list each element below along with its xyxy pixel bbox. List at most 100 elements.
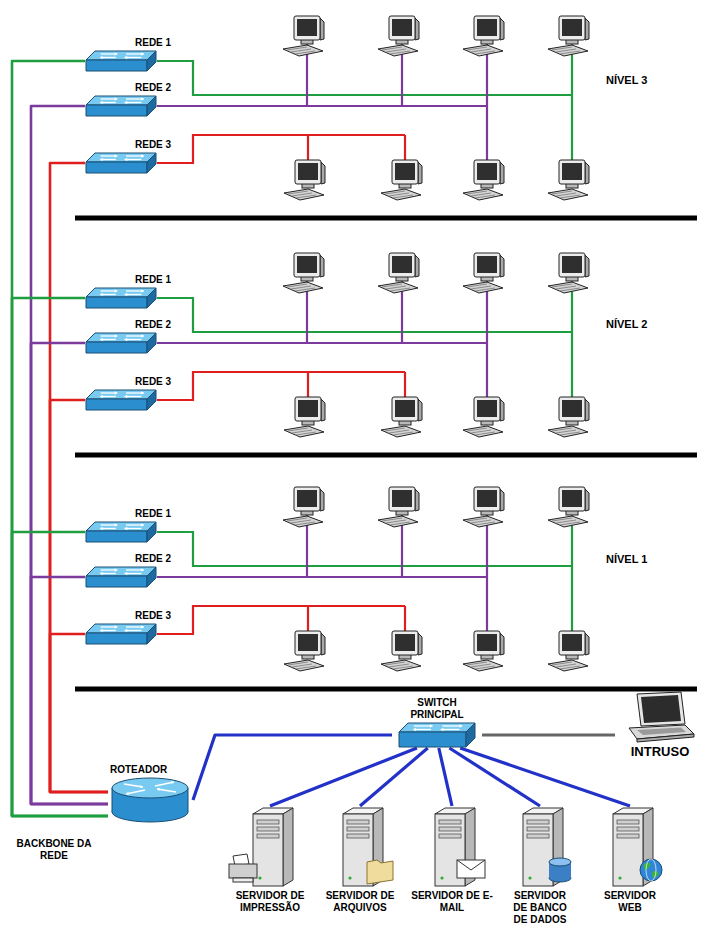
- network-link: [50, 634, 108, 792]
- switch-node: REDE 2: [85, 319, 180, 354]
- device-icon: [85, 50, 157, 72]
- drive-slot: [617, 834, 639, 838]
- power-light: [258, 876, 261, 879]
- drive-slot: [257, 820, 279, 824]
- drive-slot: [347, 834, 369, 838]
- switch-node: REDE 1: [85, 37, 180, 72]
- icon-face: [86, 105, 147, 116]
- icon-face: [399, 732, 466, 747]
- envelope: [457, 860, 485, 878]
- icon-face: [115, 334, 118, 337]
- icon-face: [115, 289, 118, 292]
- drive-slot: [617, 820, 639, 824]
- icon-face: [283, 808, 293, 886]
- icon-face: [147, 624, 156, 644]
- drive-slot: [527, 827, 549, 831]
- device-icon: [110, 777, 190, 823]
- drive-slot: [257, 827, 279, 831]
- icon-face: [141, 154, 144, 157]
- icon-face: [147, 333, 156, 353]
- icon-face: [100, 527, 103, 530]
- node-label: REDE 1: [135, 37, 171, 49]
- printer-body: [229, 864, 257, 878]
- icon-face: [413, 728, 416, 731]
- icon-face: [140, 785, 143, 788]
- icon-face: [100, 56, 103, 59]
- icon-face: [141, 97, 144, 100]
- switch-node: REDE 1: [85, 274, 180, 309]
- drive-slot: [527, 834, 549, 838]
- icon-face: [141, 52, 144, 55]
- node-label: REDE 1: [135, 274, 171, 286]
- icon-face: [441, 728, 444, 731]
- icon-edge: [112, 788, 113, 812]
- server-node: SERVIDOR DE ARQUIVOS: [313, 806, 407, 914]
- icon-face: [86, 390, 156, 399]
- node-label: REDE 3: [135, 610, 171, 622]
- device-icon: [625, 692, 695, 742]
- icon-face: [86, 576, 147, 587]
- printer-tray: [233, 878, 253, 882]
- icon-face: [147, 390, 156, 410]
- icon-face: [100, 572, 103, 575]
- icon-face: [637, 692, 685, 726]
- icon-face: [141, 289, 144, 292]
- icon-face: [523, 814, 553, 886]
- device-icon: [225, 806, 315, 888]
- icon-face: [171, 781, 174, 784]
- icon-face: [125, 338, 128, 341]
- icon-face: [86, 51, 156, 60]
- drive-slot: [439, 820, 461, 824]
- icon-face: [115, 97, 118, 100]
- device-icon: [85, 287, 157, 309]
- network-link: [31, 106, 108, 804]
- icon-face: [115, 391, 118, 394]
- icon-face: [430, 724, 433, 727]
- icon-face: [367, 860, 393, 884]
- icon-face: [86, 288, 156, 297]
- drive-slot: [439, 827, 461, 831]
- node-label: REDE 2: [135, 319, 171, 331]
- network-link: [31, 577, 108, 804]
- floor-label: NÍVEL 3: [606, 74, 647, 87]
- icon-face: [86, 633, 147, 644]
- drive-slot: [257, 834, 279, 838]
- device-icon: [85, 521, 157, 543]
- network-link: [12, 61, 108, 816]
- drive-slot: [347, 827, 369, 831]
- power-light: [440, 876, 443, 879]
- server-node: SERVIDOR DE BANCO DE DADOS: [495, 806, 585, 926]
- node-label: REDE 3: [135, 376, 171, 388]
- node-label: SERVIDOR DE IMPRESSÃO: [225, 890, 315, 914]
- icon-face: [125, 572, 128, 575]
- label-slot: NÍVEL 3: [606, 74, 696, 87]
- drive-slot: [347, 820, 369, 824]
- icon-arrow: [126, 790, 145, 794]
- node-label: REDE 2: [135, 82, 171, 94]
- device-icon: [85, 332, 157, 354]
- icon-face: [141, 568, 144, 571]
- icon-face: [100, 293, 103, 296]
- icon-face: [141, 334, 144, 337]
- icon-arrow: [124, 784, 143, 787]
- power-light: [348, 876, 351, 879]
- power-light: [528, 876, 531, 879]
- floor-1: [75, 487, 697, 689]
- switch-node: REDE 1: [85, 508, 180, 543]
- network-link: [460, 748, 630, 806]
- node-label: INTRUSO: [631, 744, 690, 760]
- envelope-flap: [457, 860, 485, 870]
- icon-face: [86, 399, 147, 410]
- icon-arrow: [442, 725, 462, 726]
- laptop-node: INTRUSO: [615, 692, 705, 760]
- network-link: [50, 400, 108, 792]
- icon-arrow: [157, 789, 176, 792]
- device-icon: [398, 722, 476, 748]
- device-icon: [315, 806, 405, 888]
- device-icon: [585, 806, 675, 888]
- drive-slot: [439, 834, 461, 838]
- drive-slot: [527, 820, 549, 824]
- icon-arrow: [155, 782, 174, 786]
